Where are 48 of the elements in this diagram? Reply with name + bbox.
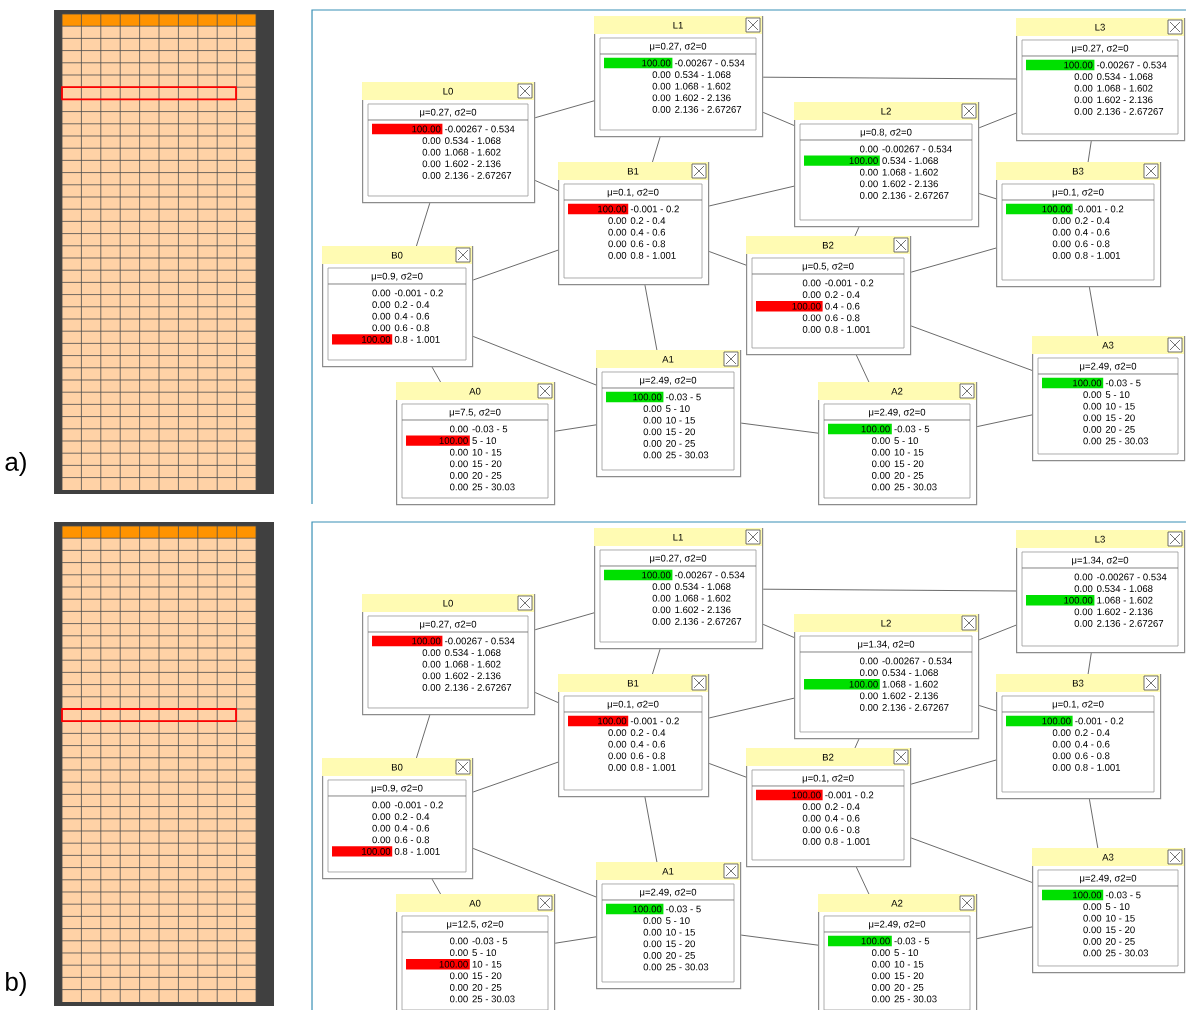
connector-line — [708, 185, 795, 207]
connector-line — [910, 837, 1033, 883]
connector-line — [976, 926, 1033, 940]
connector-line — [978, 705, 997, 712]
connector-line — [976, 414, 1033, 428]
connector-line — [534, 100, 595, 119]
connector-line — [910, 247, 997, 273]
connector-line — [978, 112, 1017, 129]
connector-line — [472, 249, 559, 281]
connector-line — [762, 76, 1017, 80]
connector-line — [644, 284, 658, 351]
connector-line — [855, 866, 870, 895]
connector-line — [854, 738, 860, 749]
connector-line — [855, 354, 870, 383]
connector-line — [1087, 140, 1092, 163]
connector-line — [978, 193, 997, 200]
connector-line — [762, 111, 795, 126]
connector-line — [416, 202, 431, 247]
connector-line — [910, 325, 1033, 371]
connector-line — [431, 878, 441, 895]
connector-line — [708, 251, 747, 266]
connector-line — [472, 336, 597, 386]
connector-line — [762, 588, 1017, 592]
connector-line — [534, 612, 595, 631]
connector-line — [644, 796, 658, 863]
connector-line — [472, 848, 597, 898]
connector-line — [854, 226, 860, 237]
connector-line — [1088, 286, 1099, 337]
connector-line — [554, 936, 597, 944]
connector-line — [762, 623, 795, 638]
connector-line — [431, 366, 441, 383]
connector-line — [1088, 798, 1099, 849]
connector-line — [652, 136, 661, 163]
connector-line — [910, 759, 997, 785]
connector-line — [708, 697, 795, 719]
connector-line — [978, 624, 1017, 641]
connector-line — [740, 422, 819, 434]
connector-line — [416, 714, 431, 759]
connector-line — [554, 424, 597, 432]
connector-line — [534, 692, 559, 703]
connector-line — [472, 761, 559, 793]
connector-line — [534, 180, 559, 191]
connector-line — [740, 934, 819, 946]
panel-label: b) — [6, 971, 26, 997]
panel-label: a) — [5, 451, 26, 477]
connector-line — [708, 763, 747, 778]
connector-line — [1087, 652, 1092, 675]
connector-line — [652, 648, 661, 675]
